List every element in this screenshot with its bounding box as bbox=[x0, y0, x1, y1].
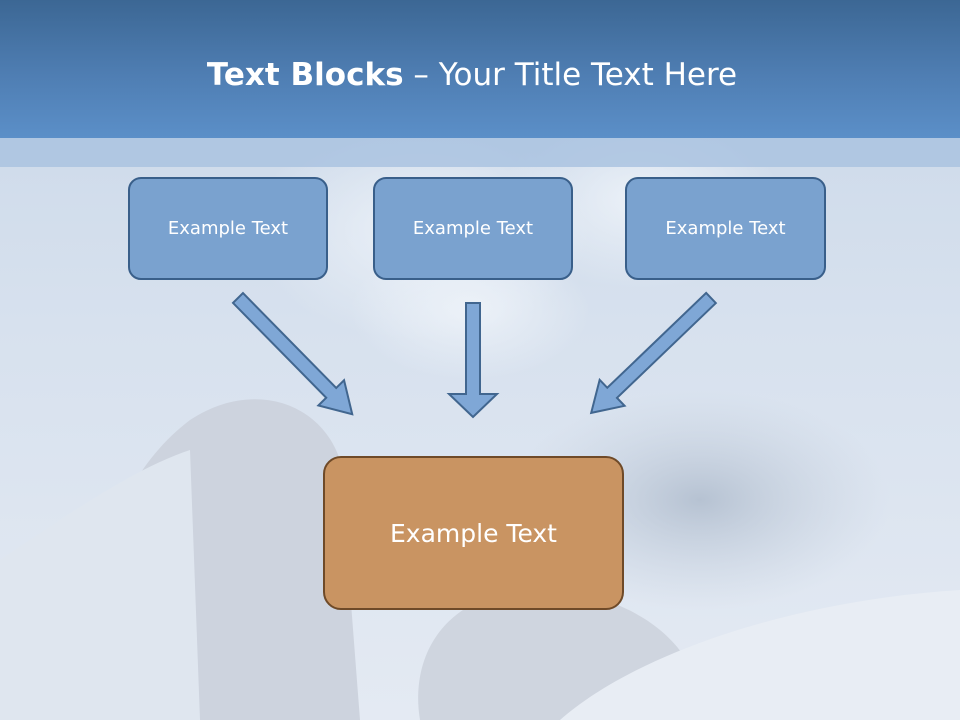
text-block-2-label: Example Text bbox=[412, 218, 534, 239]
title-bar bbox=[0, 0, 960, 138]
text-block-3[interactable]: Example Text bbox=[625, 177, 826, 280]
text-block-1-label: Example Text bbox=[167, 218, 289, 239]
target-block[interactable]: Example Text bbox=[323, 456, 624, 610]
target-block-label: Example Text bbox=[390, 518, 557, 548]
text-block-2[interactable]: Example Text bbox=[373, 177, 573, 280]
title-bar-band bbox=[0, 138, 960, 167]
text-block-1[interactable]: Example Text bbox=[128, 177, 328, 280]
text-block-3-label: Example Text bbox=[665, 218, 786, 239]
title-bold: Text Blocks bbox=[206, 57, 404, 93]
page-title: Text Blocks – Your Title Text Here bbox=[0, 55, 944, 95]
title-rest: – Your Title Text Here bbox=[403, 57, 738, 93]
